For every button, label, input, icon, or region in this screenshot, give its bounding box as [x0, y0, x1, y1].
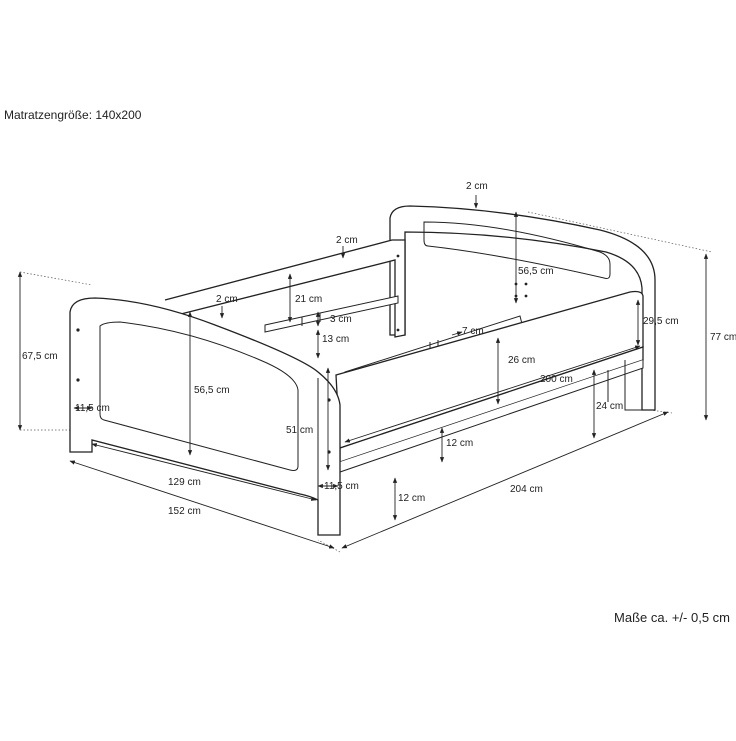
front-side-rail [335, 290, 644, 473]
tolerance-note: Maße ca. +/- 0,5 cm [614, 610, 730, 625]
dim-label-29-5: 29,5 cm [643, 316, 679, 327]
dim-label-56-5-footboard: 56,5 cm [194, 385, 230, 396]
dim-label-2cm-footboard: 2 cm [216, 294, 238, 305]
dim-label-3: 3 cm [330, 314, 352, 325]
dim-label-12-inner: 12 cm [446, 438, 473, 449]
dim-label-13: 13 cm [322, 334, 349, 345]
dim-label-11-5-bottom: 11,5 cm [324, 481, 359, 492]
footboard [69, 297, 341, 536]
dim-label-12-bottom: 12 cm [398, 493, 425, 504]
dim-label-56-5-headboard: 56,5 cm [518, 266, 554, 277]
dim-label-152: 152 cm [168, 506, 201, 517]
dimension-arrows [17, 195, 709, 549]
dim-label-26: 26 cm [508, 355, 535, 366]
dim-label-67-5: 67,5 cm [22, 351, 58, 362]
dim-label-129: 129 cm [168, 477, 201, 488]
mattress-size-title: Matratzengröße: 140x200 [4, 108, 142, 122]
dim-label-24: 24 cm [596, 401, 623, 412]
dim-label-77: 77 cm [710, 332, 736, 343]
dim-label-7: 7 cm [462, 326, 484, 337]
dim-label-204: 204 cm [510, 484, 543, 495]
dim-label-11-5-left: 11,5 cm [75, 403, 110, 414]
dim-label-2cm-headboard: 2 cm [466, 181, 488, 192]
dimension-labels: 2 cm 56,5 cm 77 cm 2 cm 21 cm 2 cm 3 cm … [22, 181, 736, 517]
dim-label-200: 200 cm [540, 374, 573, 385]
dim-label-21: 21 cm [295, 294, 322, 305]
dim-label-51: 51 cm [286, 425, 313, 436]
dim-label-2cm-rail: 2 cm [336, 235, 358, 246]
